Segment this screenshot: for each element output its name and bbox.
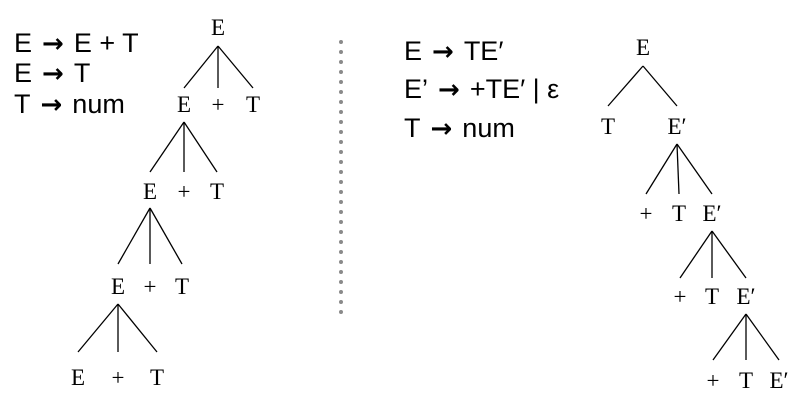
left-tree-node: T [246, 92, 260, 117]
right-tree-edge [711, 230, 747, 279]
left-parse-tree: E E + T E + T E + T E + T [71, 15, 260, 390]
right-rule-3-arrow: → [431, 114, 453, 144]
left-rule-1: E → E + T [14, 28, 139, 59]
left-rule-3-rhs: num [72, 89, 125, 119]
right-tree-node: T [672, 201, 686, 226]
right-rule-3-lhs: T [404, 113, 421, 143]
right-rule-1-rhs: TE′ [464, 36, 504, 66]
left-tree-edge [117, 207, 151, 265]
left-tree-node: T [175, 274, 189, 299]
right-tree-node: + [674, 284, 687, 309]
right-tree-node: E′ [769, 368, 788, 393]
right-rule-3: T → num [404, 113, 515, 144]
right-tree-node: T [739, 368, 753, 393]
right-tree-node: E′ [667, 114, 686, 139]
left-rule-3: T → num [14, 89, 125, 120]
left-tree-node: + [212, 92, 225, 117]
left-tree-edge [149, 207, 183, 265]
right-tree-node: E′ [702, 201, 721, 226]
left-rule-3-lhs: T [14, 89, 31, 119]
left-tree-root: E [211, 15, 225, 40]
left-tree-node: T [210, 179, 224, 204]
left-tree-edge [217, 45, 254, 89]
right-tree-edge [745, 313, 780, 361]
right-tree-node: + [640, 201, 653, 226]
left-tree-edge [117, 303, 158, 353]
left-rule-2-arrow: → [42, 59, 64, 89]
right-tree-edge [645, 143, 678, 195]
right-grammar: E → TE′ E’ → +TE′ | ε T → num [404, 36, 559, 144]
right-rule-2: E’ → +TE′ | ε [404, 74, 559, 105]
left-tree-node: E [177, 92, 191, 117]
right-tree-edge [676, 143, 680, 195]
left-rule-1-arrow: → [42, 29, 64, 59]
left-tree-node: + [112, 365, 125, 390]
right-tree-node: + [707, 368, 720, 393]
right-parse-tree: E T E′ + T E′ + T E′ + T E′ [601, 35, 789, 393]
right-tree-node: T [601, 114, 615, 139]
right-rule-3-rhs: num [462, 113, 515, 143]
left-rule-2: E → T [14, 58, 90, 89]
right-tree-edge [676, 143, 713, 195]
left-tree-edge [183, 45, 219, 89]
right-tree-node: T [705, 284, 719, 309]
right-rule-1-arrow: → [432, 37, 454, 67]
right-rule-2-rhs: +TE′ | ε [470, 74, 559, 104]
right-tree-edge [607, 65, 644, 107]
right-rule-1-lhs: E [404, 36, 422, 66]
left-rule-2-rhs: T [74, 58, 91, 88]
left-tree-edge [149, 121, 185, 173]
right-tree-edge [642, 65, 678, 107]
left-tree-node: T [150, 365, 164, 390]
left-tree-node: + [144, 274, 157, 299]
left-tree-edge [183, 121, 218, 173]
right-tree-edge [712, 313, 747, 361]
left-rule-1-rhs: E + T [74, 28, 139, 58]
left-rule-2-lhs: E [14, 58, 32, 88]
left-tree-edge [77, 303, 119, 353]
left-grammar: E → E + T E → T T → num [14, 28, 139, 120]
left-tree-node: E [71, 365, 85, 390]
right-rule-2-lhs: E’ [404, 74, 428, 104]
right-rule-1: E → TE′ [404, 36, 503, 67]
right-tree-root: E [636, 35, 650, 60]
right-tree-node: E′ [736, 284, 755, 309]
left-rule-1-lhs: E [14, 28, 32, 58]
left-tree-node: + [178, 179, 191, 204]
left-rule-3-arrow: → [41, 90, 63, 120]
right-tree-edge [679, 230, 713, 279]
left-tree-node: E [111, 274, 125, 299]
right-rule-2-arrow: → [438, 75, 460, 105]
left-tree-node: E [143, 179, 157, 204]
